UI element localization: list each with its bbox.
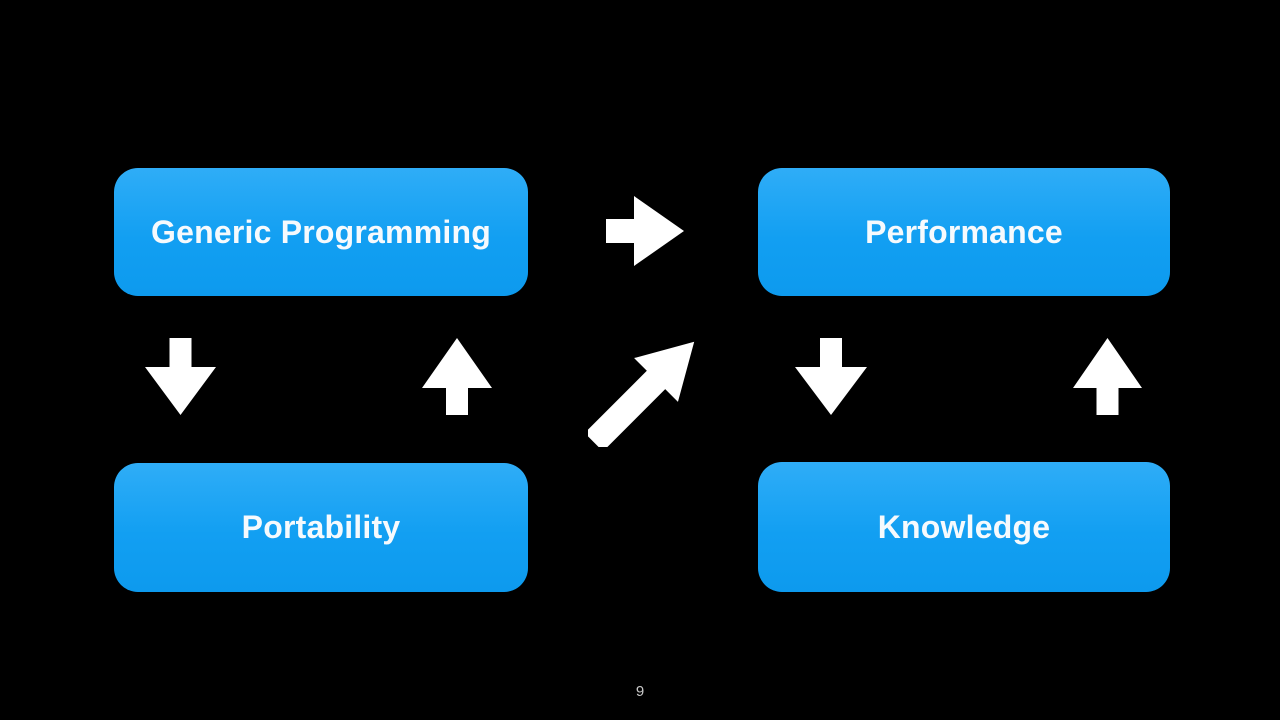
node-generic-programming-label: Generic Programming <box>151 213 491 250</box>
node-performance: Performance <box>758 168 1170 296</box>
node-generic-programming: Generic Programming <box>114 168 528 296</box>
arrow-right-icon <box>606 196 684 266</box>
arrow-up-right-icon <box>1073 338 1142 415</box>
node-portability-label: Portability <box>241 509 401 545</box>
slide-page-number: 9 <box>635 683 645 700</box>
arrow-down-right-icon <box>795 338 867 415</box>
arrow-up-right-diagonal-icon <box>588 341 695 447</box>
arrow-down-left-icon <box>145 338 216 415</box>
node-performance-label: Performance <box>865 213 1063 250</box>
node-knowledge-label: Knowledge <box>877 508 1051 545</box>
node-portability: Portability <box>114 463 528 592</box>
arrow-up-left-icon <box>422 338 492 415</box>
node-knowledge: Knowledge <box>758 462 1170 592</box>
